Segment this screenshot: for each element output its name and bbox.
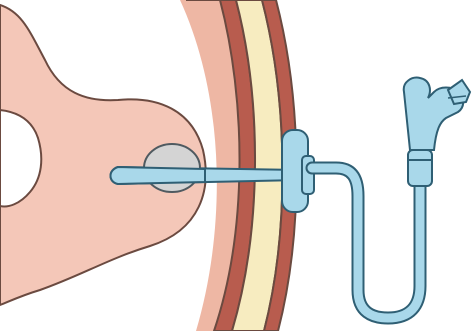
connector-sleeve (408, 150, 432, 186)
external-tubing-core (312, 168, 420, 318)
tube-stem-over-balloon (111, 167, 206, 184)
external-tubing (312, 168, 420, 318)
